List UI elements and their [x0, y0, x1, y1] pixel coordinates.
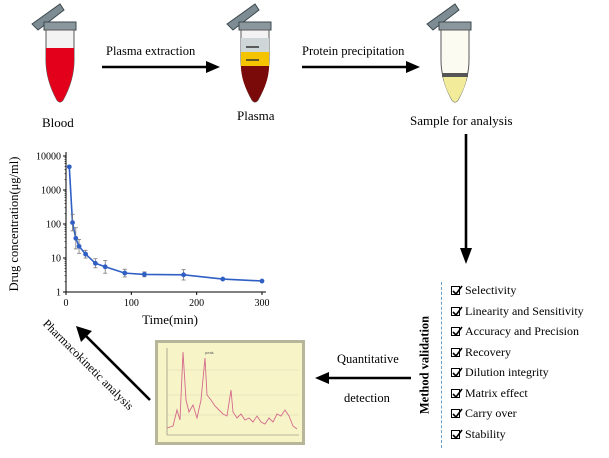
validation-item: Recovery: [451, 345, 511, 360]
method-validation-title-wrap: Method validation: [417, 280, 433, 450]
protein-precipitation-label: Protein precipitation: [302, 44, 405, 58]
checkbox-checked-icon: [451, 285, 463, 296]
validation-item: Dilution integrity: [451, 365, 549, 380]
checkbox-checked-icon: [451, 306, 463, 316]
tube-cap: [426, 3, 472, 31]
validation-item-label: Linearity and Sensitivity: [465, 303, 584, 318]
chromatogram-image: peak: [155, 340, 305, 445]
quantitative-label: Quantitative: [337, 352, 399, 366]
data-point: [142, 271, 147, 277]
data-point: [181, 272, 187, 278]
checkbox-checked-icon: [451, 408, 463, 419]
validation-item-label: Carry over: [465, 406, 517, 420]
arrow-diagonal-icon: [76, 326, 151, 401]
checkbox-checked-icon: [451, 388, 463, 398]
pk-analysis-label-wrap: Pharmacokinetic analysis: [28, 315, 148, 415]
pk-analysis-label: Pharmacokinetic analysis: [40, 316, 137, 413]
arrow-right-icon: [302, 61, 420, 73]
plasma-tube-icon: [226, 3, 272, 103]
validation-divider: [441, 282, 444, 448]
arrow-left-icon: [315, 372, 411, 384]
validation-item-label: Recovery: [465, 344, 511, 359]
data-point: [76, 243, 82, 249]
data-point: [102, 264, 108, 270]
x-axis-label: Time(min): [142, 312, 198, 327]
blood-label: Blood: [42, 115, 74, 130]
tube-cap: [226, 3, 272, 31]
validation-item-label: Stability: [465, 426, 506, 441]
y-tick-label: 1000: [41, 186, 61, 197]
x-tick-label: 200: [189, 298, 204, 309]
plasma-label: Plasma: [237, 108, 275, 123]
validation-item: Accuracy and Precision: [451, 324, 579, 339]
blood-tube-icon: [31, 3, 77, 103]
data-point: [93, 260, 98, 266]
checkbox-checked-icon: [451, 347, 463, 357]
detection-label: detection: [344, 391, 390, 405]
x-tick-label: 0: [64, 298, 69, 309]
data-point: [259, 278, 265, 284]
data-point: [66, 164, 72, 170]
method-validation-title: Method validation: [417, 315, 432, 415]
validation-item-label: Accuracy and Precision: [465, 324, 579, 338]
data-point: [83, 251, 88, 257]
arrow-right-icon: [102, 61, 220, 73]
checkbox-checked-icon: [451, 429, 463, 439]
arrow-down-icon: [460, 134, 472, 264]
y-tick-label: 10000: [36, 152, 61, 163]
validation-item: Matrix effect: [451, 386, 528, 401]
validation-item: Stability: [451, 427, 506, 442]
checkbox-checked-icon: [451, 326, 463, 337]
validation-item-label: Selectivity: [465, 283, 517, 297]
data-point: [73, 235, 79, 241]
data-point: [70, 220, 75, 225]
y-tick-label: 1: [56, 288, 61, 299]
validation-item: Selectivity: [451, 283, 516, 298]
x-tick-label: 300: [255, 298, 270, 309]
validation-item: Carry over: [451, 406, 517, 421]
data-point: [220, 276, 226, 282]
data-point: [122, 270, 128, 276]
y-axis-label: Drug concentration(μg/ml): [7, 157, 21, 292]
tube-cap: [31, 3, 77, 31]
y-tick-label: 10: [51, 254, 61, 265]
checkbox-checked-icon: [451, 367, 463, 378]
y-tick-label: 100: [46, 220, 61, 231]
x-tick-label: 100: [124, 298, 139, 309]
plasma-extraction-label: Plasma extraction: [106, 44, 196, 58]
validation-item-label: Matrix effect: [465, 385, 528, 400]
svg-text:peak: peak: [205, 350, 214, 355]
sample-tube-icon: [426, 3, 472, 103]
validation-item: Linearity and Sensitivity: [451, 304, 584, 319]
validation-item-label: Dilution integrity: [465, 365, 549, 379]
sample-label: Sample for analysis: [410, 113, 513, 128]
pk-series-line: [68, 166, 263, 282]
